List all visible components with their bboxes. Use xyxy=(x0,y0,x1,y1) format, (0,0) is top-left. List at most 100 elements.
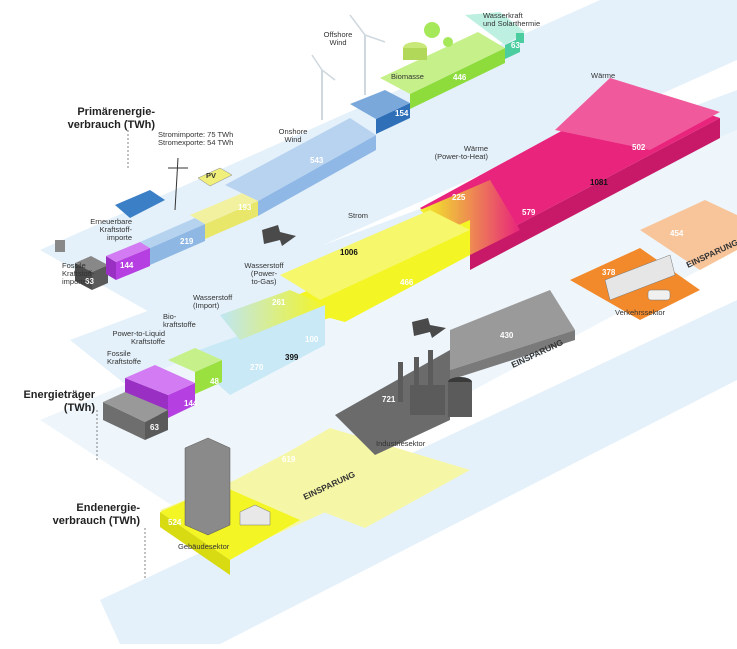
value-heat: 502 xyxy=(632,143,646,152)
biomass-top xyxy=(380,32,505,94)
buildings-block-side xyxy=(160,512,230,575)
electricity-top xyxy=(280,210,470,300)
value-pth: 225 xyxy=(452,193,466,202)
transport-saving-block xyxy=(640,200,737,270)
pv-block xyxy=(205,201,258,239)
industry-saving-top xyxy=(450,290,575,370)
power-pylon-icon xyxy=(168,157,188,211)
ptl-top xyxy=(125,365,195,395)
value-industry-saving: 430 xyxy=(500,331,514,340)
ship-icon xyxy=(115,190,165,218)
flow-arrow-icon xyxy=(412,318,446,338)
label-biofuels: Bio-kraftstoffe xyxy=(163,312,196,329)
value-fossil-fuels: 63 xyxy=(150,423,159,432)
value-biomass: 446 xyxy=(453,73,467,82)
renewable-import-side xyxy=(106,256,116,280)
background-band-primary xyxy=(40,0,737,318)
hydro-icon xyxy=(516,33,524,43)
row-title-final: Endenergie-verbrauch (TWh) xyxy=(52,502,140,527)
value-renewable-import: 144 xyxy=(120,261,134,270)
value-pv: 193 xyxy=(238,203,252,212)
offshore-wind-block xyxy=(376,103,410,134)
value-fossil-import: 63 xyxy=(85,277,94,286)
value-transport-saving: 454 xyxy=(670,229,684,238)
value-offshore: 154 xyxy=(395,109,409,118)
flow-arrow-icon xyxy=(262,225,296,246)
label-transport: Verkehrssektor xyxy=(615,308,666,317)
label-hydrogen-ptg: Wasserstoff(Power-to-Gas) xyxy=(244,261,284,286)
onshore-wind-block xyxy=(258,135,376,216)
hydrogen-ptg-top xyxy=(220,290,325,340)
value-electricity: 1006 xyxy=(340,248,358,257)
heat-block-front xyxy=(470,118,720,270)
value-pth-sub: 579 xyxy=(522,208,536,217)
value-electricity-trade: 219 xyxy=(180,237,194,246)
apartment-building-icon xyxy=(184,437,231,536)
onshore-wind-top xyxy=(225,118,376,201)
wind-turbine-icon xyxy=(349,14,386,95)
value-heat-sub: 1081 xyxy=(590,178,608,187)
power-to-heat-block xyxy=(420,180,520,255)
fossil-fuels-block xyxy=(145,410,168,440)
buildings-saving-top xyxy=(240,428,470,528)
house-icon xyxy=(239,504,271,526)
value-buildings-saving: 619 xyxy=(282,455,296,464)
bus-icon xyxy=(604,254,676,301)
label-hydrogen-import: Wasserstoff(Import) xyxy=(193,293,233,310)
value-hydrogen-261: 261 xyxy=(272,298,286,307)
value-hydrogen-import: 270 xyxy=(250,363,264,372)
value-hydrogen-ptg: 399 xyxy=(285,353,299,362)
car-icon xyxy=(647,289,671,301)
label-industry: Industriesektor xyxy=(376,439,426,448)
fossil-fuels-top xyxy=(103,392,168,422)
heat-upper-top xyxy=(555,78,720,150)
value-biofuels: 48 xyxy=(210,377,219,386)
biofuels-block xyxy=(195,360,222,394)
fossil-import-block xyxy=(92,265,108,290)
value-electricity-sub: 466 xyxy=(400,278,414,287)
fossil-fuels-side xyxy=(103,402,145,440)
electricity-trade-block xyxy=(150,224,205,265)
ptl-block xyxy=(168,383,195,418)
factory-icon xyxy=(398,350,472,417)
biofuels-top xyxy=(168,348,222,372)
row-title-primary: Primärenergie-verbrauch (TWh) xyxy=(67,106,155,131)
background-band-middle xyxy=(40,130,737,530)
label-pv: PV xyxy=(206,171,217,180)
fossil-import-block-top xyxy=(75,256,108,272)
electricity-trade-top xyxy=(140,218,205,248)
hydro-top xyxy=(465,12,525,45)
label-electricity: Strom xyxy=(348,211,369,220)
value-hydrogen-ptg-sub: 100 xyxy=(305,335,319,344)
value-hydro: 63 xyxy=(511,41,520,50)
value-onshore: 543 xyxy=(310,156,324,165)
row-title-carriers: Energieträger(TWh) xyxy=(23,389,95,414)
label-buildings: Gebäudesektor xyxy=(178,542,230,551)
fuel-tank-icon xyxy=(55,240,65,252)
biomass-block xyxy=(410,48,505,109)
value-industry: 721 xyxy=(382,395,396,404)
value-transport: 378 xyxy=(602,268,616,277)
offshore-wind-top xyxy=(350,90,410,119)
industry-block xyxy=(335,350,450,455)
hydro-block xyxy=(505,38,520,59)
renewable-import-top xyxy=(106,242,150,262)
label-pth: Wärme(Power-to-Heat) xyxy=(434,144,488,161)
biomass-tank-icon xyxy=(403,42,427,60)
tree-icon xyxy=(424,22,453,47)
value-buildings: 524 xyxy=(168,518,182,527)
label-biomass: Biomasse xyxy=(391,72,424,81)
value-ptl: 144 xyxy=(184,399,198,408)
pv-block-top xyxy=(190,192,258,224)
solar-panel-icon xyxy=(197,167,233,187)
